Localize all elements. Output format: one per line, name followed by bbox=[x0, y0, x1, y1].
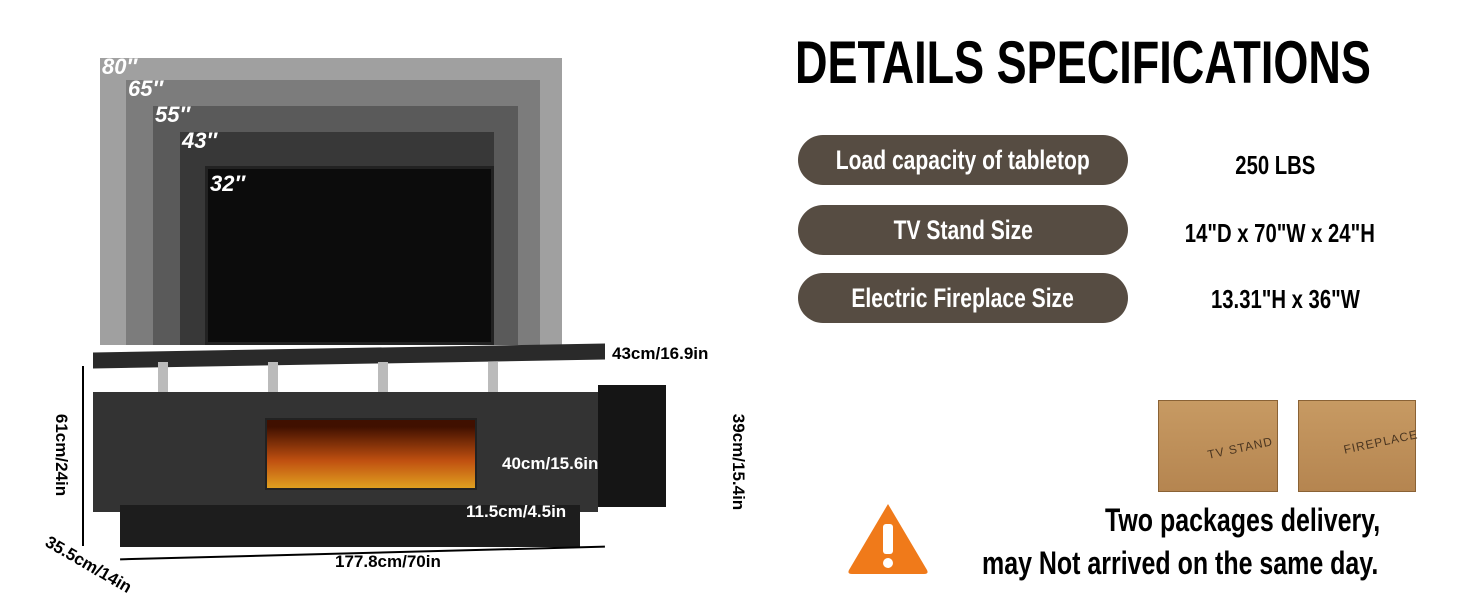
spec-label-fireplace-size: Electric Fireplace Size bbox=[798, 273, 1128, 323]
page-title: DETAILS SPECIFICATIONS bbox=[795, 29, 1371, 96]
spec-label-load: Load capacity of tabletop bbox=[798, 135, 1128, 185]
dim-depth-top: 43cm/16.9in bbox=[612, 344, 709, 363]
warning-icon bbox=[845, 500, 931, 576]
spec-value-fireplace-size: 13.31"H x 36"W bbox=[1210, 284, 1360, 314]
stand-legs bbox=[118, 362, 598, 394]
dim-base-height: 11.5cm/4.5in bbox=[466, 502, 567, 521]
delivery-notice-line1: Two packages delivery, bbox=[1105, 502, 1381, 538]
spec-value-stand-size: 14"D x 70"W x 24"H bbox=[1184, 218, 1376, 248]
package-box-tv-stand: TV STAND bbox=[1158, 400, 1278, 492]
dim-width: 177.8cm/70in bbox=[335, 552, 441, 571]
cabinet-door bbox=[598, 385, 666, 507]
spec-label-stand-size: TV Stand Size bbox=[798, 205, 1128, 255]
dim-cabinet-height: 39cm/15.4in bbox=[729, 413, 749, 511]
fireplace bbox=[265, 418, 477, 490]
delivery-notice-line2: may Not arrived on the same day. bbox=[982, 545, 1379, 581]
stand-base bbox=[120, 505, 580, 547]
tv-size-32: 32″ bbox=[205, 166, 494, 345]
dim-height: 61cm/24in bbox=[52, 413, 72, 497]
package-box-fireplace: FIREPLACE bbox=[1298, 400, 1419, 492]
dim-height-line bbox=[82, 366, 84, 546]
dim-shelf-width: 40cm/15.6in bbox=[502, 454, 599, 473]
spec-value-load: 250 LBS bbox=[1234, 150, 1316, 180]
